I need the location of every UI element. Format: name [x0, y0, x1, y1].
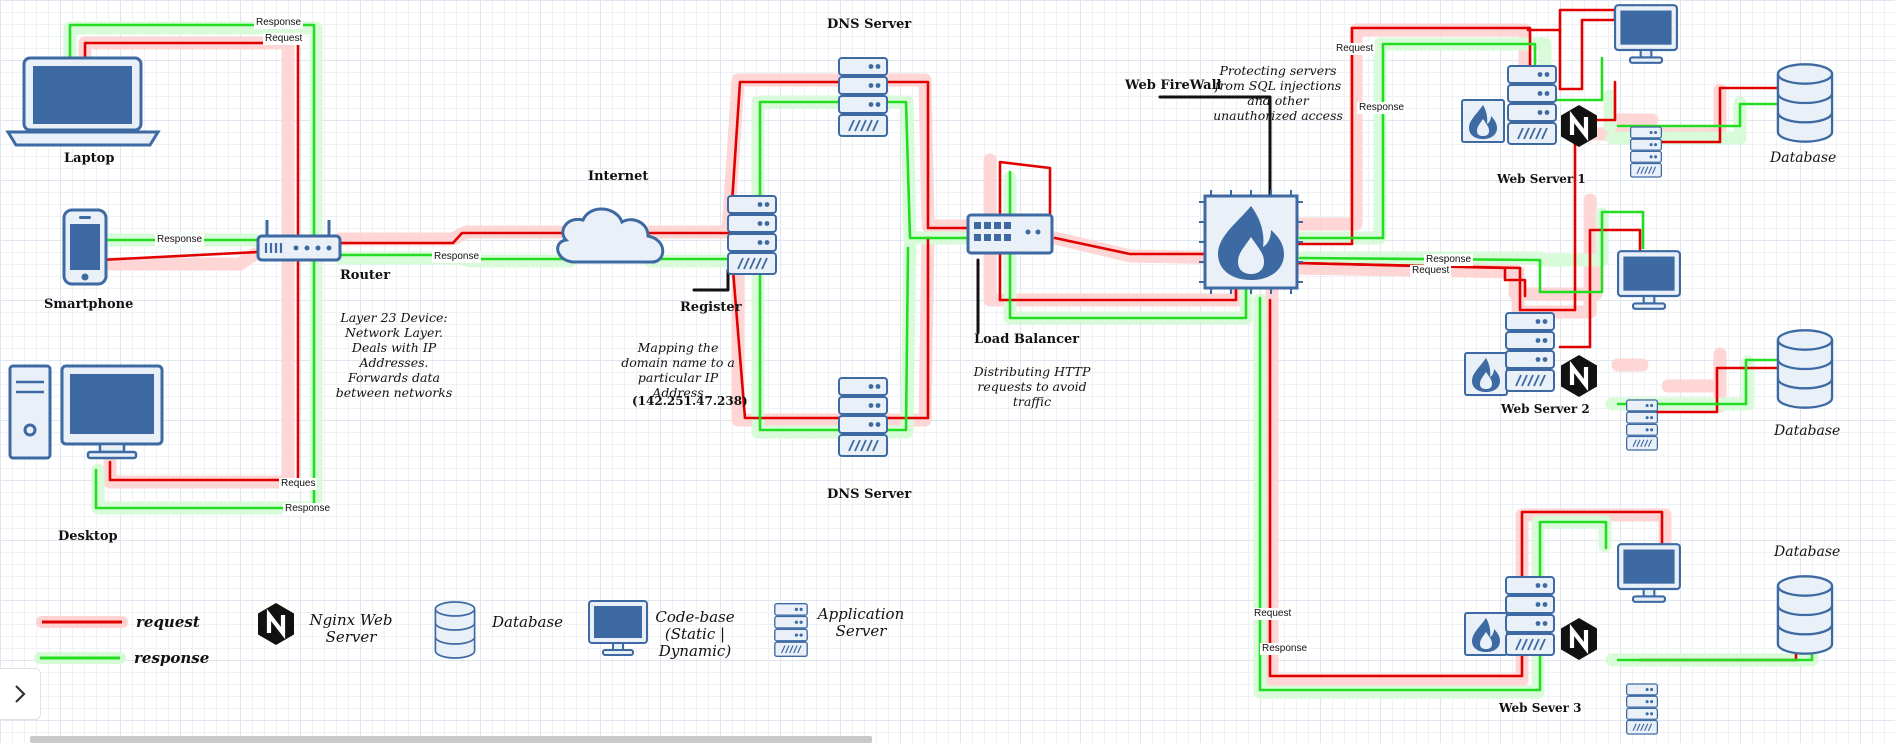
edge-label-ws2-request: Request — [1410, 265, 1452, 277]
web-server-2-label: Web Server 2 — [1501, 402, 1590, 416]
dns-server-bottom-icon — [838, 377, 888, 457]
legend-response-label: response — [134, 649, 210, 667]
nginx-icon-1 — [1561, 105, 1597, 147]
codebase-monitor-icon-1 — [1614, 4, 1678, 64]
web-server-1-icon — [1507, 65, 1557, 145]
database-icon-2 — [1776, 329, 1834, 409]
ip-address: (142.251.47.238) — [632, 394, 748, 408]
legend-database-label: Database — [492, 613, 564, 631]
load-balancer-icon — [966, 213, 1054, 255]
internet-label: Internet — [588, 169, 649, 184]
edge-label-ws1-request: Request — [1334, 43, 1376, 55]
legend-codebase-label: Code-base (Static | Dynamic) — [655, 608, 735, 660]
edge-label-laptop-response: Response — [254, 17, 304, 29]
edge-label-laptop-request: Request — [263, 33, 305, 45]
register-server-icon — [727, 195, 777, 275]
edge-label-phone-response: Response — [155, 234, 205, 246]
edge-label-ws3-response: Response — [1260, 643, 1310, 655]
server-firewall-icon-3 — [1464, 612, 1508, 656]
app-server-icon-3 — [1626, 683, 1658, 735]
legend-nginx-icon — [258, 603, 294, 645]
edge-label-desktop-request: Reques — [279, 478, 318, 490]
edge-label-ws1-response: Response — [1357, 102, 1407, 114]
edge-label-ws3-request: Request — [1252, 608, 1294, 620]
legend-request-label: request — [136, 613, 200, 631]
load-balancer-label: Load Balancer — [974, 332, 1080, 347]
nginx-icon-3 — [1561, 618, 1597, 660]
web-server-1-label: Web Server 1 — [1497, 172, 1586, 186]
database-icon-1 — [1776, 63, 1834, 143]
router-note: Layer 23 Device: Network Layer. Deals wi… — [335, 310, 453, 400]
dns-server-bottom-label: DNS Server — [827, 487, 912, 502]
dns-note: Mapping the domain name to a particular … — [621, 340, 735, 400]
legend-database-icon — [434, 601, 476, 659]
smartphone-icon — [62, 208, 108, 286]
database-icon-3 — [1776, 575, 1834, 655]
codebase-monitor-icon-3 — [1617, 543, 1681, 603]
server-firewall-icon-2 — [1464, 352, 1508, 396]
desktop-tower-icon — [8, 364, 52, 460]
edge-label-router-response: Response — [432, 251, 482, 263]
database-1-label: Database — [1770, 150, 1837, 166]
firewall-note: Protecting servers from SQL injections a… — [1213, 63, 1343, 123]
database-2-label: Database — [1774, 423, 1841, 439]
expand-panel-button[interactable] — [0, 668, 41, 720]
web-firewall-icon — [1199, 190, 1303, 294]
app-server-icon-2 — [1626, 399, 1658, 451]
desktop-label: Desktop — [58, 529, 118, 544]
nginx-icon-2 — [1561, 355, 1597, 397]
cloud-icon — [556, 207, 665, 264]
legend-codebase-icon — [588, 600, 648, 656]
router-icon — [256, 220, 342, 262]
laptop-label: Laptop — [64, 151, 115, 166]
dns-server-top-label: DNS Server — [827, 17, 912, 32]
web-server-3-icon — [1505, 576, 1555, 656]
web-server-2-icon — [1505, 312, 1555, 392]
legend-app-server-icon — [774, 603, 808, 657]
database-3-label: Database — [1774, 544, 1841, 560]
server-firewall-icon-1 — [1461, 99, 1505, 143]
edge-label-desktop-response: Response — [283, 503, 333, 515]
app-server-icon-1 — [1630, 126, 1662, 178]
laptop-icon — [5, 56, 161, 147]
legend-app-server-label: Application Server — [817, 605, 905, 640]
register-label: Register — [680, 300, 742, 315]
load-balancer-note: Distributing HTTP requests to avoid traf… — [973, 364, 1091, 409]
codebase-monitor-icon-2 — [1617, 250, 1681, 310]
chevron-right-icon — [15, 685, 26, 703]
dns-server-top-icon — [838, 57, 888, 137]
edge-label-ws2-response: Response — [1424, 254, 1474, 266]
web-server-3-label: Web Sever 3 — [1499, 701, 1582, 715]
smartphone-label: Smartphone — [44, 297, 134, 312]
router-label: Router — [340, 268, 391, 283]
legend-nginx-label: Nginx Web Server — [309, 611, 393, 646]
web-firewall-label: Web FireWall — [1125, 78, 1222, 93]
desktop-monitor-icon — [60, 364, 164, 460]
horizontal-scrollbar[interactable] — [30, 736, 872, 743]
